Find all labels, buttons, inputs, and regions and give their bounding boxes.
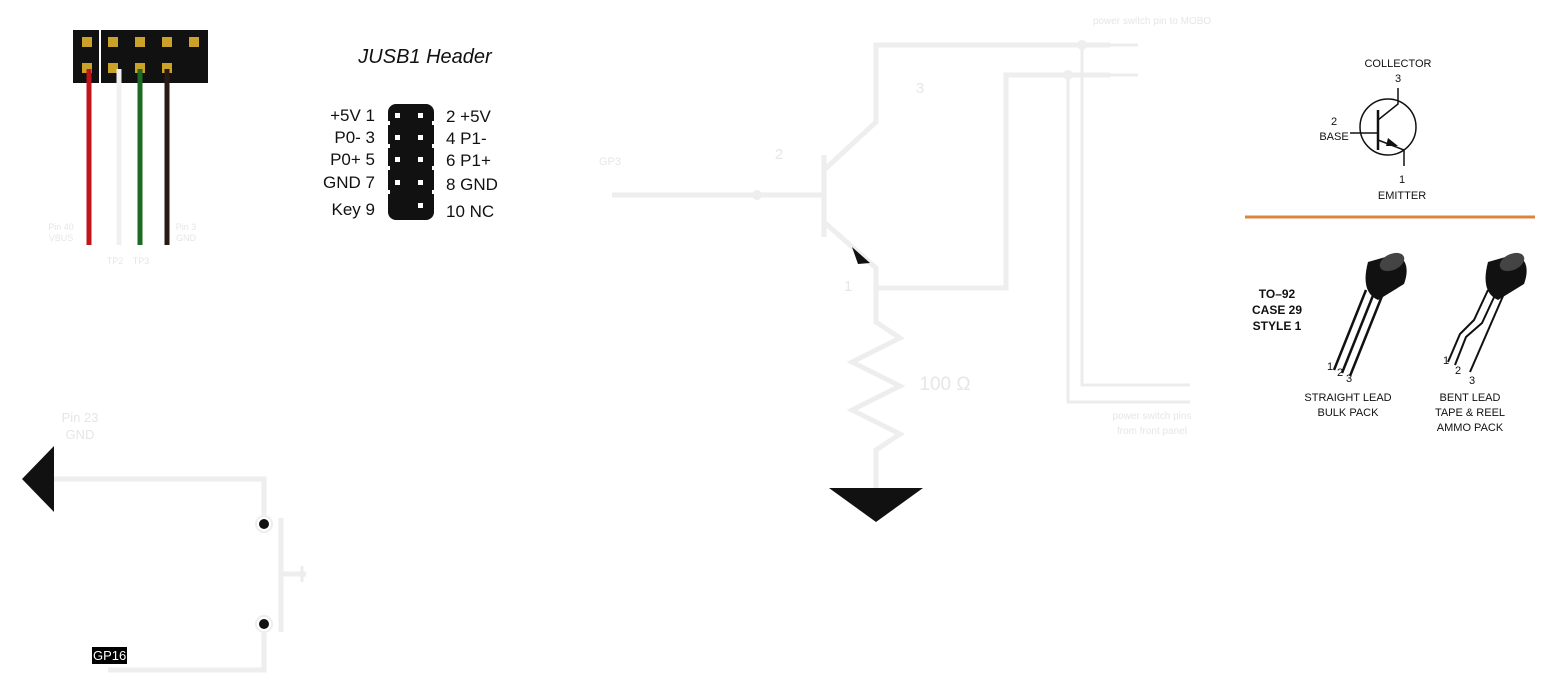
bent-lead-line-1: BENT LEAD <box>1440 392 1501 404</box>
transistor-wiring <box>612 42 1190 490</box>
label-base-pin: 2 <box>775 146 783 163</box>
bent-lead-line-2: TAPE & REEL <box>1435 407 1505 419</box>
label-vbus: VBUS <box>49 233 74 243</box>
mobo-junction-dot-1 <box>1077 40 1087 50</box>
label-collector: COLLECTOR <box>1364 58 1431 70</box>
straight-pin-2: 2 <box>1337 367 1343 379</box>
jusb1-pin-1: +5V 1 <box>330 106 375 125</box>
jusb1-pin-2: 2 +5V <box>446 107 492 126</box>
bent-pin-3: 3 <box>1469 375 1475 387</box>
label-resistor: 100 Ω <box>919 374 970 395</box>
npn-symbol <box>1350 88 1417 166</box>
to92-bent-lead-drawing <box>1447 252 1527 373</box>
label-emitter-num: 1 <box>1399 174 1405 186</box>
base-junction-dot <box>752 190 762 200</box>
package-line-1: TO–92 <box>1259 287 1296 301</box>
bent-pin-2: 2 <box>1455 365 1461 377</box>
jusb1-title: JUSB1 Header <box>357 46 493 68</box>
usb-cable-wires <box>86 69 170 245</box>
jusb1-pin-10: 10 NC <box>446 202 494 221</box>
switch-contact-bottom-dot <box>259 619 269 629</box>
jusb1-pin-3: P0- 3 <box>334 128 375 147</box>
label-collector-pin: 3 <box>916 80 924 97</box>
label-front-panel-1: power switch pins <box>1113 411 1192 422</box>
package-line-3: STYLE 1 <box>1253 319 1302 333</box>
label-collector-num: 3 <box>1395 73 1401 85</box>
ground-arrow-icon <box>22 446 54 512</box>
straight-lead-line-1: STRAIGHT LEAD <box>1304 392 1391 404</box>
label-base-num: 2 <box>1331 116 1337 128</box>
label-pin-23: Pin 23 <box>62 410 99 425</box>
label-base: BASE <box>1319 131 1348 143</box>
label-mobo: power switch pin to MOBO <box>1093 16 1212 27</box>
emitter-arrow-icon <box>852 247 870 264</box>
label-tp2: TP2 <box>107 256 124 266</box>
bent-lead-line-3: AMMO PACK <box>1437 422 1504 434</box>
label-tp3: TP3 <box>133 256 150 266</box>
straight-pin-3: 3 <box>1346 373 1352 385</box>
jusb1-pin-4: 4 P1- <box>446 129 487 148</box>
to92-straight-lead-drawing <box>1332 252 1407 377</box>
label-pin-3: Pin 3 <box>176 222 197 232</box>
switch-contact-top-dot <box>259 519 269 529</box>
jusb1-pinout-block <box>384 104 438 220</box>
ground-symbol-icon <box>829 488 923 522</box>
label-front-panel-2: from front panel <box>1117 426 1187 437</box>
switch-wiring <box>52 476 306 673</box>
straight-lead-line-2: BULK PACK <box>1318 407 1380 419</box>
jusb1-pin-6: 6 P1+ <box>446 151 491 170</box>
jusb1-pin-5: P0+ 5 <box>330 150 375 169</box>
usb-header-pins <box>82 37 199 73</box>
jusb1-pin-8: 8 GND <box>446 175 498 194</box>
label-switch-gnd: GND <box>66 427 95 442</box>
mobo-junction-dot-2 <box>1063 70 1073 80</box>
label-pin-40: Pin 40 <box>48 222 74 232</box>
label-gp16: GP16 <box>92 647 128 664</box>
label-gp3: GP3 <box>599 156 621 168</box>
jusb1-pin-7: GND 7 <box>323 173 375 192</box>
package-line-2: CASE 29 <box>1252 303 1302 317</box>
jusb1-pin-9: Key 9 <box>332 200 375 219</box>
bent-pin-1: 1 <box>1443 355 1449 367</box>
label-emitter-pin: 1 <box>844 278 852 295</box>
label-usb-gnd: GND <box>176 233 197 243</box>
straight-pin-1: 1 <box>1327 361 1333 373</box>
label-emitter: EMITTER <box>1378 190 1426 202</box>
